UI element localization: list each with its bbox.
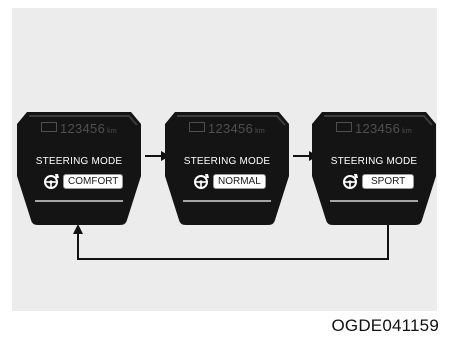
display-housing bbox=[17, 112, 141, 225]
mode-badge-comfort: COMFORT bbox=[63, 174, 124, 189]
display-housing bbox=[165, 112, 289, 225]
figure-code: OGDE041159 bbox=[331, 316, 439, 335]
mode-badge-sport: SPORT bbox=[362, 174, 415, 189]
odometer-box-icon bbox=[335, 122, 352, 132]
steering-mode-heading: STEERING MODE bbox=[330, 156, 418, 167]
return-arrow bbox=[77, 222, 389, 260]
odometer-box-icon bbox=[40, 122, 57, 132]
steering-mode-heading: STEERING MODE bbox=[183, 156, 271, 167]
steering-wheel-icon bbox=[343, 174, 358, 189]
steering-wheel-icon bbox=[194, 174, 209, 189]
steering-wheel-icon bbox=[44, 174, 59, 189]
steering-mode-heading: STEERING MODE bbox=[35, 156, 123, 167]
mode-badge-normal: NORMAL bbox=[213, 174, 266, 189]
display-housing bbox=[312, 112, 436, 225]
odometer-box-icon bbox=[188, 122, 205, 132]
arrow-up-icon bbox=[73, 224, 83, 234]
